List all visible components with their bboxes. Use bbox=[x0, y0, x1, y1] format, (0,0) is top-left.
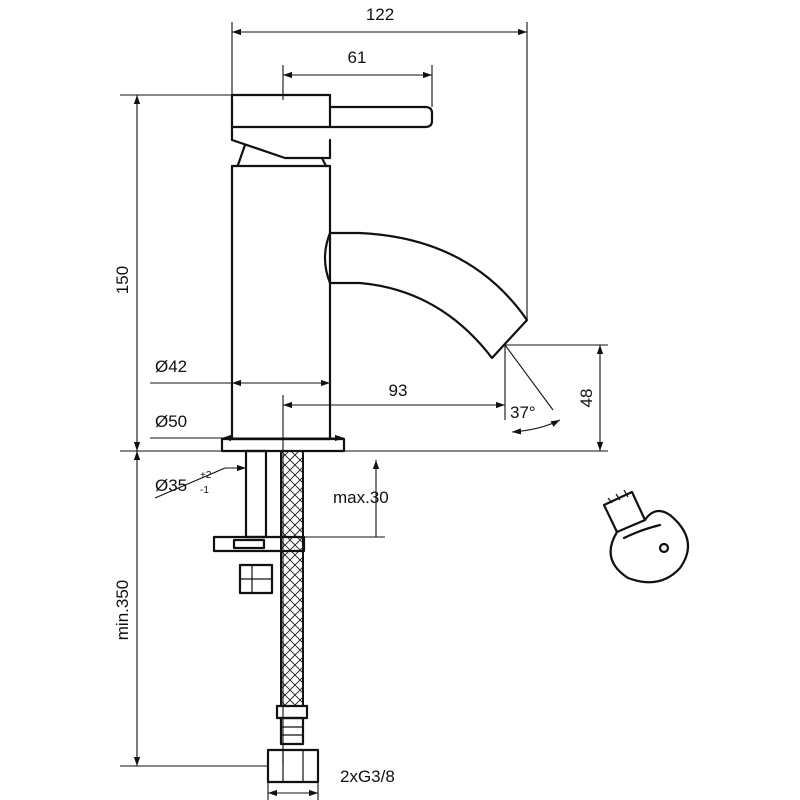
dim-hole-tol-plus: +2 bbox=[200, 470, 212, 481]
dim-spout-height: 48 bbox=[577, 389, 596, 408]
key-ridge bbox=[622, 523, 662, 540]
fixing-plate bbox=[212, 535, 306, 553]
faucet-body bbox=[220, 93, 529, 453]
hose-ferrule-lower bbox=[279, 716, 305, 746]
dim-hole-tol-minus: -1 bbox=[200, 485, 209, 496]
dim-hose-length: min.350 bbox=[113, 580, 132, 640]
dim-spout-angle: 37° bbox=[510, 403, 536, 422]
spout bbox=[328, 231, 529, 360]
handle-cap bbox=[230, 93, 332, 129]
dim-spout-reach: 93 bbox=[389, 381, 408, 400]
dim-hole-diameter: Ø35 bbox=[155, 476, 187, 495]
dim-body-diameter: Ø42 bbox=[155, 357, 187, 376]
body-cylinder bbox=[230, 164, 332, 441]
threaded-rod bbox=[244, 449, 268, 539]
dimensions: 122 61 150 Ø42 93 37° 48 Ø50 Ø35 +2 -1 bbox=[113, 5, 608, 800]
handle-lever bbox=[328, 105, 434, 129]
dim-handle-reach: 61 bbox=[348, 48, 367, 67]
hose-ferrule bbox=[275, 704, 309, 720]
dim-max-thickness: max.30 bbox=[333, 488, 389, 507]
spout-joint bbox=[323, 231, 332, 285]
dim-arc-spout-angle bbox=[511, 419, 561, 435]
plate-slot bbox=[232, 538, 266, 550]
aerator-key bbox=[602, 489, 690, 584]
braided-hose bbox=[280, 450, 304, 707]
mounting-assembly bbox=[212, 449, 320, 784]
wedge-edges bbox=[236, 143, 328, 168]
connection-nut bbox=[266, 748, 320, 784]
key-grip bbox=[609, 509, 690, 584]
dim-body-height: 150 bbox=[113, 266, 132, 294]
dim-total-width: 122 bbox=[366, 5, 394, 24]
dim-connections: 2xG3/8 bbox=[340, 767, 395, 786]
key-head bbox=[602, 490, 647, 534]
cartridge-wedge bbox=[230, 125, 332, 160]
dim-base-diameter: Ø50 bbox=[155, 412, 187, 431]
key-hole bbox=[658, 542, 670, 554]
